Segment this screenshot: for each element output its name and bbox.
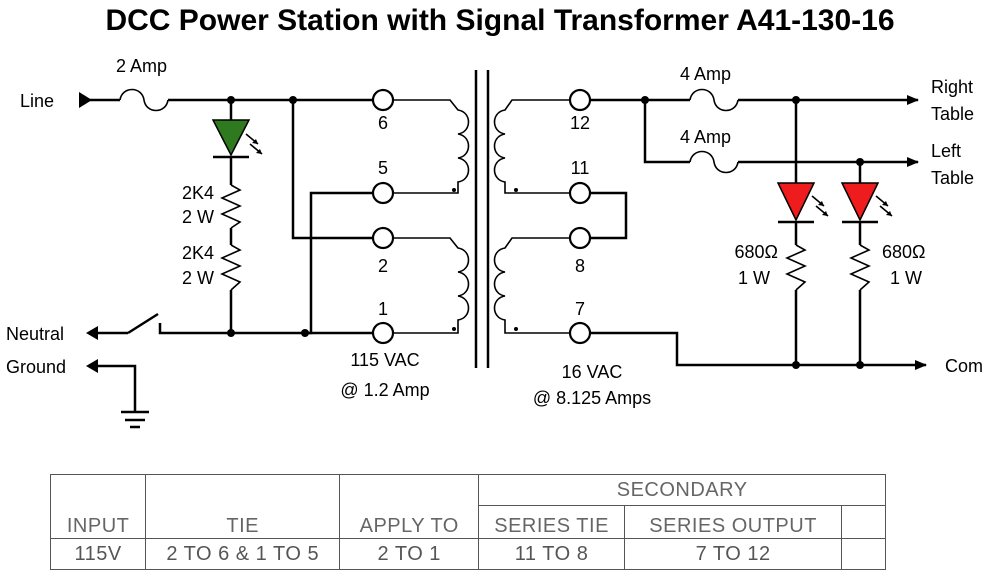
- arrow-left-icon: [86, 359, 98, 373]
- resistor-value: 2K4: [182, 243, 214, 263]
- fuse-right-label: 4 Amp: [680, 64, 731, 84]
- terminal-5: 5: [371, 158, 395, 205]
- red-led-left: [840, 182, 893, 224]
- resistor-680-left: 680Ω 1 W: [849, 242, 926, 291]
- table-header-cut-off: [841, 505, 886, 539]
- terminal-number: 7: [575, 299, 585, 319]
- resistor-watt: 1 W: [890, 268, 922, 288]
- table-header-input: INPUT: [50, 474, 147, 539]
- terminal-number: 8: [575, 256, 585, 276]
- terminal-11: 11: [568, 158, 592, 205]
- table-cell: [841, 538, 886, 570]
- tie-wire-1-to-5: [305, 191, 380, 335]
- right-table-label: Right: [931, 77, 973, 97]
- table-header-series-tie: SERIES TIE: [478, 505, 625, 539]
- ground-label: Ground: [6, 357, 66, 377]
- arrow-left-icon: [86, 326, 98, 340]
- ground-icon: [121, 410, 149, 429]
- right-table-label: Table: [931, 104, 974, 124]
- secondary-current: @ 8.125 Amps: [533, 388, 651, 408]
- resistor-value: 680Ω: [882, 242, 926, 262]
- terminal-7: 7: [568, 299, 592, 345]
- table-header-series-output: SERIES OUTPUT: [623, 505, 843, 539]
- page-title: DCC Power Station with Signal Transforme…: [105, 4, 895, 37]
- power-switch: [127, 312, 380, 335]
- secondary-rating: 16 VAC: [562, 362, 623, 382]
- resistor-680-right: 680Ω 1 W: [735, 242, 807, 291]
- table-header-row: INPUT TIE APPLY TO SECONDARY: [50, 474, 886, 539]
- tie-wire-11-to-8: [590, 191, 628, 240]
- table-cell: 7 TO 12: [623, 538, 843, 570]
- tap-table-container: INPUT TIE APPLY TO SECONDARY SERIES TIE …: [50, 474, 886, 582]
- terminal-number: 6: [378, 113, 388, 133]
- green-led: [211, 100, 263, 159]
- terminal-2: 2: [371, 226, 395, 276]
- resistor-watt: 1 W: [738, 268, 770, 288]
- terminal-number: 2: [378, 256, 388, 276]
- led-icon: [776, 182, 816, 222]
- table-cell: 115V: [50, 538, 147, 570]
- table-subheader-row: SERIES TIE SERIES OUTPUT: [51, 505, 886, 539]
- terminal-number: 12: [570, 113, 590, 133]
- line-label: Line: [20, 91, 54, 111]
- table-cell: 2 TO 1: [339, 538, 480, 570]
- input-fuse-label: 2 Amp: [116, 56, 167, 76]
- terminal-12: 12: [568, 88, 592, 133]
- table-header-tie: TIE: [145, 474, 341, 539]
- terminal-number: 11: [571, 158, 590, 178]
- table-cell: 11 TO 8: [478, 538, 625, 570]
- resistor-watt: 2 W: [182, 207, 214, 227]
- neutral-terminal: Neutral: [6, 324, 128, 344]
- input-fuse: 2 Amp: [116, 56, 169, 112]
- neutral-label: Neutral: [6, 324, 64, 344]
- terminal-8: 8: [568, 226, 592, 276]
- table-header-apply-to: APPLY TO: [339, 474, 480, 539]
- left-table-label: Left: [931, 141, 961, 161]
- red-led-right: [776, 182, 829, 224]
- resistor-2k4-b: 2K4 2 W: [182, 243, 242, 291]
- resistor-value: 680Ω: [735, 242, 779, 262]
- com-label: Com: [945, 356, 983, 376]
- line-terminal: Line: [20, 91, 120, 111]
- terminal-number: 1: [378, 299, 388, 319]
- transformer-core: [474, 70, 490, 368]
- primary-rating: 115 VAC: [350, 350, 419, 370]
- tie-wire-2-to-6: [291, 100, 380, 240]
- transformer: 6 5 2 1 12 11: [371, 70, 592, 368]
- fuse-right-table: 4 Amp: [680, 64, 739, 112]
- tap-table: INPUT TIE APPLY TO SECONDARY SERIES TIE …: [50, 474, 886, 570]
- led-icon: [211, 119, 251, 157]
- primary-current: @ 1.2 Amp: [340, 380, 429, 400]
- resistor-2k4-a: 2K4 2 W: [182, 183, 242, 229]
- resistor-value: 2K4: [182, 183, 214, 203]
- terminal-number: 5: [378, 158, 388, 178]
- table-row: 115V 2 TO 6 & 1 TO 5 2 TO 1 11 TO 8 7 TO…: [50, 538, 886, 570]
- left-table-label: Table: [931, 168, 974, 188]
- table-header-secondary: SECONDARY: [478, 474, 886, 506]
- ground-terminal: Ground: [6, 357, 149, 429]
- table-cell: 2 TO 6 & 1 TO 5: [145, 538, 341, 570]
- fuse-left-table: 4 Amp: [680, 127, 739, 174]
- arrow-left-icon: [79, 92, 92, 108]
- resistor-watt: 2 W: [182, 268, 214, 288]
- terminal-6: 6: [371, 88, 395, 133]
- terminal-1: 1: [371, 299, 395, 345]
- led-icon: [840, 182, 880, 222]
- fuse-left-label: 4 Amp: [680, 127, 731, 147]
- circuit-schematic: Line 2 Amp 2K4 2 W 2K4 2 W Neutral: [6, 56, 983, 429]
